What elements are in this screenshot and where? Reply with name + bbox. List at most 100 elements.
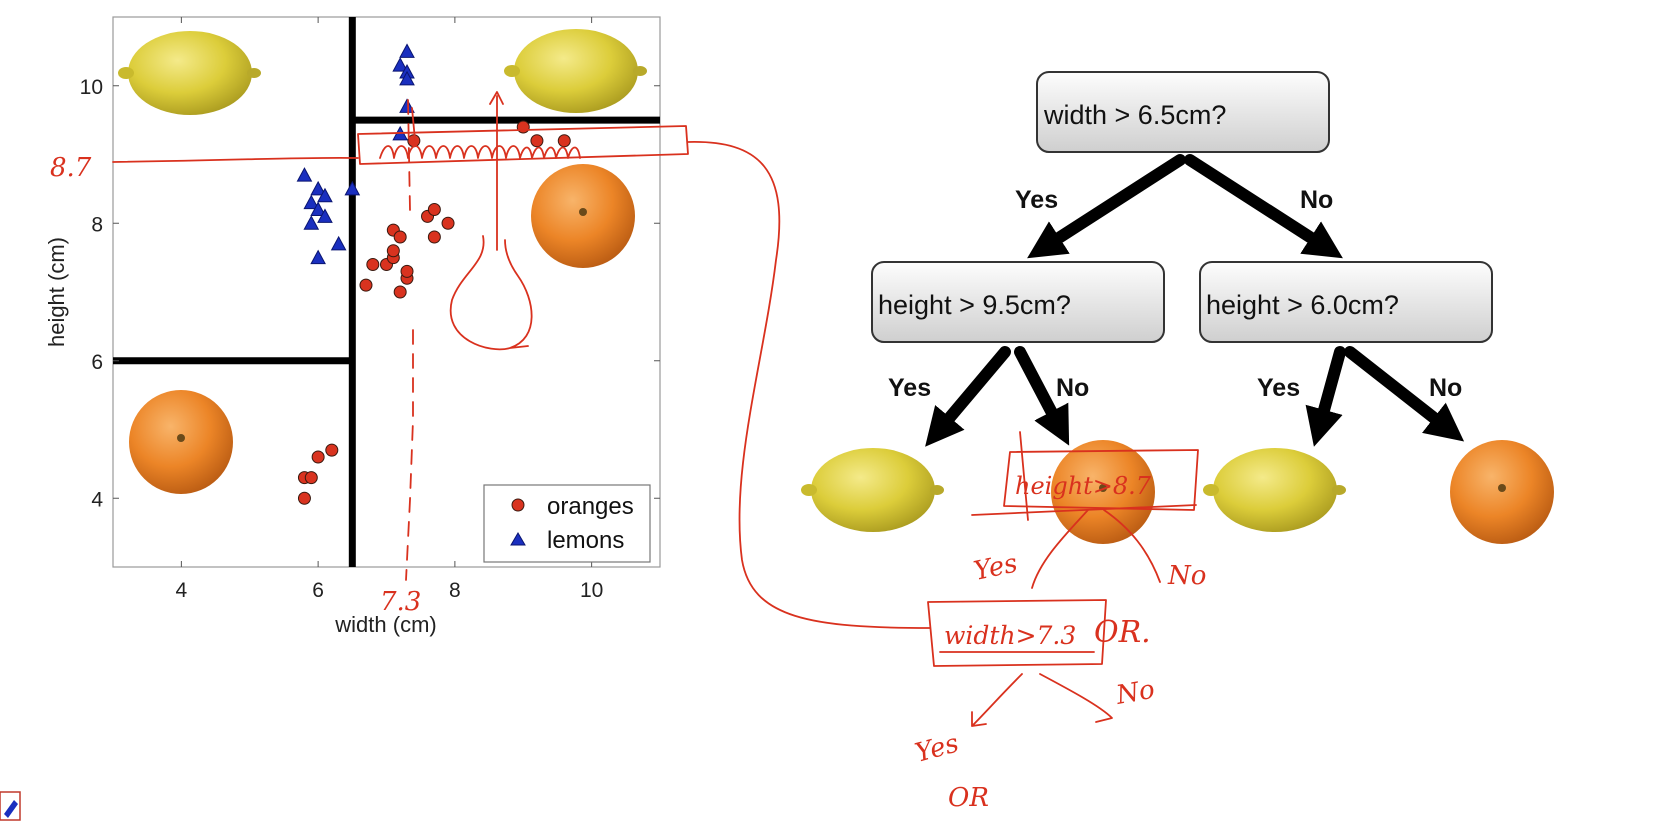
ink-bottom-no-text: No — [1113, 675, 1157, 711]
node-right: height > 6.0cm? — [1199, 261, 1493, 343]
ink-band-box — [357, 125, 689, 165]
leaf-lemon-icon — [801, 448, 944, 532]
lemon-point — [330, 235, 347, 251]
oranges-series — [297, 120, 571, 505]
orange-point — [304, 471, 318, 485]
orange-point — [393, 285, 407, 299]
node-root: width > 6.5cm? — [1036, 71, 1330, 153]
ink-bottom-yes-branch — [971, 673, 1023, 727]
ink-y-value: 8.7 — [50, 153, 92, 183]
node-right-label: height > 6.0cm? — [1206, 290, 1399, 320]
ink-band-scribble — [379, 145, 581, 159]
orange-point — [427, 203, 441, 216]
handwritten-annotations — [112, 91, 1199, 727]
lemon-point — [303, 215, 320, 230]
orange-icon — [531, 164, 635, 268]
ink-yes-branch — [1031, 509, 1089, 589]
orange-point — [393, 230, 407, 244]
lemon-point — [296, 167, 313, 182]
lemon-point — [310, 201, 326, 216]
x-tick-label: 4 — [176, 579, 188, 602]
orange-point — [557, 134, 571, 148]
tree-edges — [925, 154, 1465, 447]
legend-lemons-label: lemons — [547, 527, 624, 554]
orange-point — [359, 278, 373, 292]
edge-left-no — [1014, 346, 1070, 446]
lemon-point — [392, 57, 409, 72]
ink-new-node-text: width>7.3 — [944, 621, 1076, 650]
y-tick-label: 10 — [80, 76, 103, 99]
y-tick-label: 6 — [91, 351, 103, 374]
orange-point — [386, 244, 400, 258]
edge-right-no-label: No — [1429, 374, 1462, 402]
ink-connector — [687, 141, 931, 629]
node-root-label: width > 6.5cm? — [1043, 100, 1226, 130]
y-tick-label: 8 — [91, 213, 103, 236]
lemon-point — [399, 43, 415, 58]
ink-bottom-no-branch — [1039, 673, 1113, 723]
lemons-series — [296, 43, 415, 265]
legend-oranges-label: oranges — [547, 493, 634, 520]
orange-point — [325, 443, 339, 457]
node-left: height > 9.5cm? — [871, 261, 1165, 343]
x-axis-label: width (cm) — [334, 612, 436, 637]
ink-yes-text: Yes — [971, 548, 1020, 586]
decision-boundaries — [113, 17, 660, 567]
orange-icon — [129, 390, 233, 494]
y-tick-label: 4 — [91, 488, 103, 511]
edge-root-no-label: No — [1300, 186, 1333, 214]
lemon-point — [344, 180, 361, 196]
leaf-lemon-icon — [1203, 448, 1346, 532]
lemon-point — [317, 187, 333, 203]
legend-lemons-marker — [510, 532, 526, 546]
ink-condition-frame — [971, 431, 1197, 521]
y-axis-ticks: 4 6 8 10 — [80, 76, 660, 511]
lemon-point — [399, 70, 415, 86]
ink-no-branch — [1103, 509, 1161, 583]
lemon-point — [317, 208, 333, 223]
edge-left-no-label: No — [1056, 374, 1089, 402]
ink-no-text: No — [1167, 561, 1206, 591]
orange-point — [311, 450, 325, 464]
ink-width-dashed-line — [405, 99, 414, 581]
ink-bottom-yes-text: Yes — [912, 728, 962, 768]
orange-point — [441, 216, 455, 230]
orange-point — [297, 491, 311, 505]
orange-point — [530, 134, 544, 148]
pen-cursor-icon — [0, 791, 21, 821]
y-axis-label: height (cm) — [44, 237, 69, 347]
edge-root-no — [1184, 154, 1343, 259]
ink-small-stroke — [411, 107, 416, 141]
ink-up-arrow — [489, 91, 504, 251]
edge-right-no — [1344, 346, 1465, 442]
x-tick-label: 10 — [580, 579, 603, 602]
decision-tree: width > 6.5cm? height > 9.5cm? height > … — [801, 71, 1554, 544]
ink-loop — [449, 235, 533, 351]
x-tick-label: 6 — [312, 579, 324, 602]
edge-left-yes-label: Yes — [888, 374, 931, 402]
edge-right-yes-label: Yes — [1257, 374, 1300, 402]
edge-left-yes — [925, 346, 1011, 447]
x-tick-label: 8 — [449, 579, 461, 602]
orange-point — [400, 264, 414, 278]
edge-root-yes — [1027, 154, 1186, 259]
orange-point — [366, 258, 380, 271]
lemon-point — [399, 98, 415, 113]
orange-point — [427, 230, 441, 244]
leaf-orange-icon — [1450, 440, 1554, 544]
ink-bottom-or-text: OR — [948, 783, 989, 813]
ink-x-value: 7.3 — [380, 587, 421, 617]
orange-point — [516, 120, 530, 134]
edge-root-yes-label: Yes — [1015, 186, 1058, 214]
legend-box — [483, 484, 651, 563]
ink-new-node-box — [927, 599, 1107, 667]
lemon-point — [310, 180, 326, 196]
lemon-point — [303, 194, 320, 210]
ink-condition-text: height>8.7 — [1015, 472, 1152, 500]
ink-height-line — [112, 156, 359, 163]
lemon-point — [310, 249, 326, 265]
edge-right-yes — [1305, 346, 1346, 447]
scatter-plot: 4 6 8 10 4 6 8 10 width (cm) height (cm) orang… — [44, 16, 661, 637]
legend-oranges-marker — [511, 498, 525, 512]
ink-condition-box — [1003, 449, 1199, 511]
